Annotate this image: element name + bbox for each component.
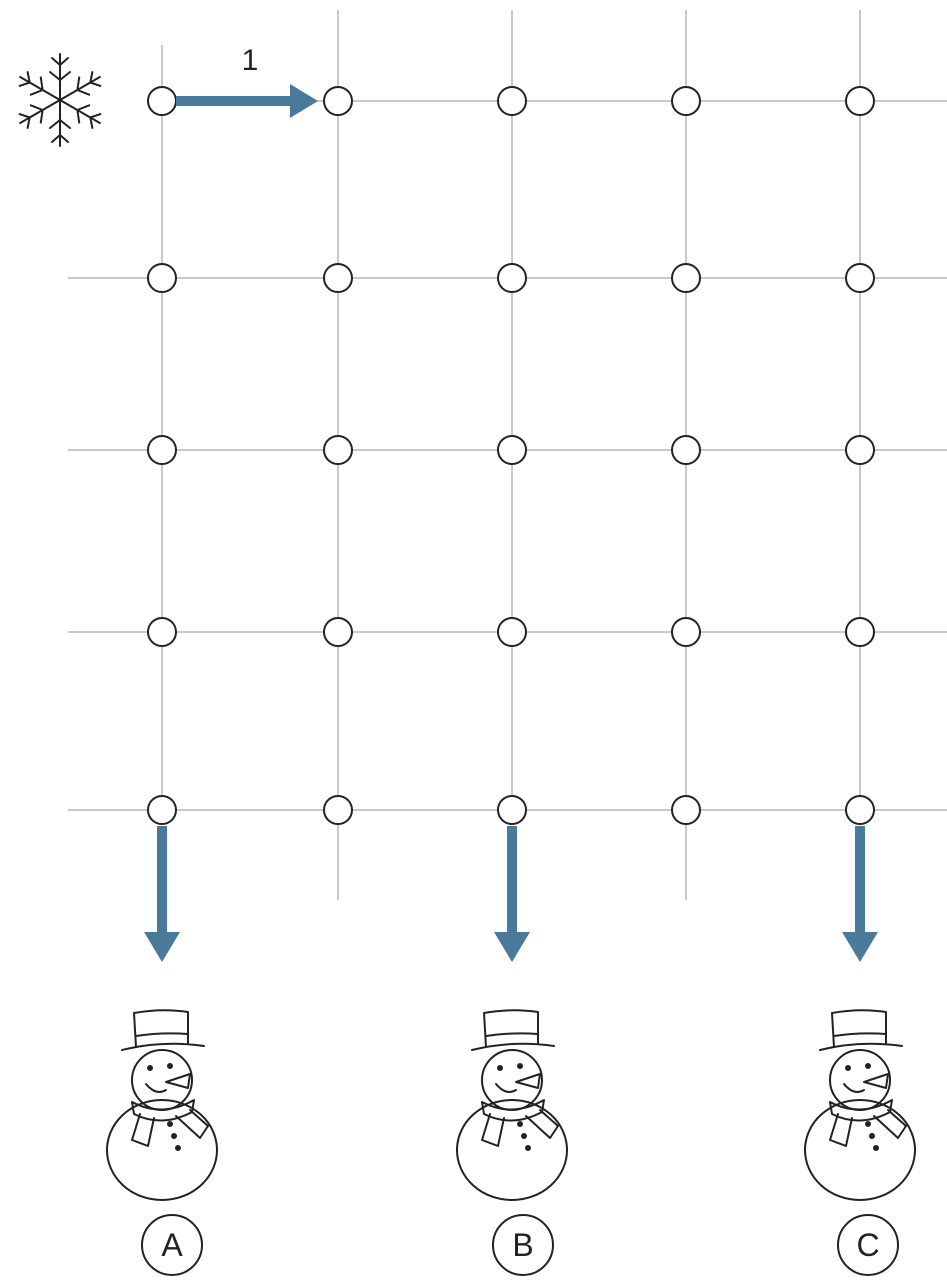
snowflake-arm — [55, 91, 105, 131]
grid-node — [672, 87, 700, 115]
snowman-button — [517, 1121, 523, 1127]
grid-node — [846, 796, 874, 824]
snowman-scarf-tail — [176, 1110, 208, 1138]
snowmen — [107, 1010, 915, 1200]
grid-node — [846, 264, 874, 292]
grid-node — [324, 618, 352, 646]
snowman-button — [167, 1121, 173, 1127]
snowman-button — [865, 1121, 871, 1127]
snowman-hat-top — [832, 1010, 886, 1047]
snowman-eye — [845, 1065, 851, 1071]
grid-node — [324, 436, 352, 464]
grid-node — [148, 618, 176, 646]
grid-node — [846, 618, 874, 646]
snowman-eye — [147, 1065, 153, 1071]
snowman-button — [175, 1145, 181, 1151]
grid-node — [498, 618, 526, 646]
snowflake-arm — [50, 54, 70, 100]
snowman-body — [107, 1100, 217, 1200]
snowman-icon — [457, 1010, 567, 1200]
exit-labels: A B C — [142, 1215, 898, 1275]
snowman-nose — [864, 1074, 888, 1088]
grid-node — [672, 618, 700, 646]
start-arrow: 1 — [176, 44, 318, 118]
snowman-eye — [865, 1063, 871, 1069]
snowman-eye — [167, 1063, 173, 1069]
grid-node — [324, 264, 352, 292]
grid-node — [148, 796, 176, 824]
snowman-button — [525, 1145, 531, 1151]
snowman-button — [171, 1133, 177, 1139]
exit-label-a: A — [142, 1215, 202, 1275]
exit-arrow — [842, 826, 878, 962]
snowman-nose — [516, 1074, 540, 1088]
snowflake-arm — [15, 68, 65, 108]
snowflake-icon — [15, 54, 105, 146]
exit-label-c: C — [838, 1215, 898, 1275]
exit-arrow — [144, 826, 180, 962]
exit-label-text: B — [512, 1227, 533, 1263]
snowflake-arm — [50, 100, 70, 146]
grid-node — [148, 264, 176, 292]
exit-arrow — [494, 826, 530, 962]
grid-node — [498, 796, 526, 824]
grid-node — [672, 264, 700, 292]
snowman-smile — [844, 1084, 864, 1092]
snowflake-arm — [15, 91, 65, 131]
exit-label-b: B — [493, 1215, 553, 1275]
snowman-hat-top — [134, 1010, 188, 1047]
grid-node — [672, 436, 700, 464]
grid-node — [148, 87, 176, 115]
start-arrow-label: 1 — [242, 44, 259, 77]
grid-node — [498, 436, 526, 464]
grid-node — [324, 87, 352, 115]
grid-node — [846, 436, 874, 464]
snowman-hat-top — [484, 1010, 538, 1047]
grid-node — [498, 87, 526, 115]
snowman-eye — [497, 1065, 503, 1071]
snowman-scarf-tail — [874, 1110, 906, 1138]
snowman-body — [805, 1100, 915, 1200]
grid-node — [324, 796, 352, 824]
snowman-button — [873, 1145, 879, 1151]
exit-label-text: C — [856, 1227, 879, 1263]
snowman-nose — [166, 1074, 190, 1088]
snowman-icon — [107, 1010, 217, 1200]
snowman-icon — [805, 1010, 915, 1200]
exit-label-text: A — [161, 1227, 183, 1263]
grid-node — [148, 436, 176, 464]
snowman-eye — [517, 1063, 523, 1069]
snowman-scarf-tail — [526, 1110, 558, 1138]
snowman-body — [457, 1100, 567, 1200]
grid-node — [498, 264, 526, 292]
snowman-button — [521, 1133, 527, 1139]
snowman-button — [869, 1133, 875, 1139]
exit-arrows — [144, 826, 878, 962]
snowflake-arm — [55, 68, 105, 108]
grid-node — [672, 796, 700, 824]
grid-node — [846, 87, 874, 115]
snowman-smile — [496, 1084, 516, 1092]
snowman-smile — [146, 1084, 166, 1092]
